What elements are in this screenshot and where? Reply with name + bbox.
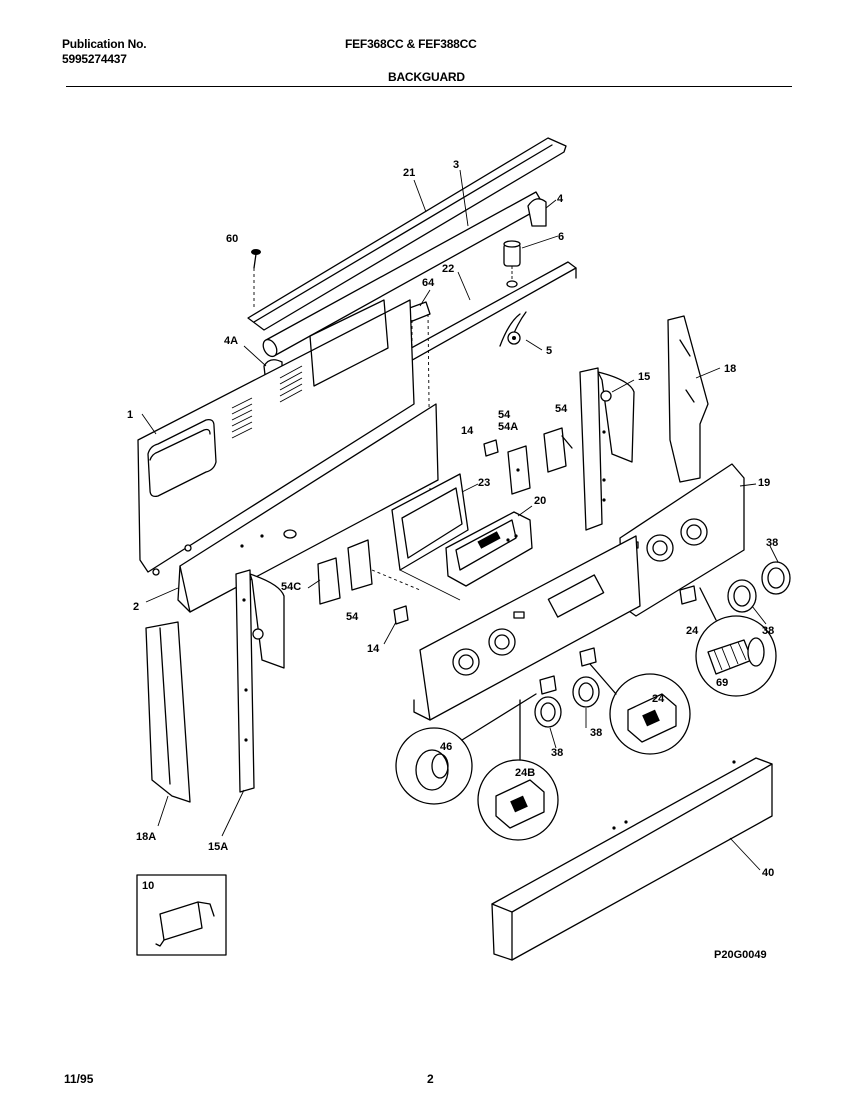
callout-38-b: 38 (762, 625, 774, 637)
callout-24b: 24B (515, 767, 535, 779)
callout-54: 54 (498, 409, 511, 421)
callout-23: 23 (478, 477, 490, 489)
part-18-right-end-cap (667, 315, 709, 483)
part-60-screw (251, 249, 261, 310)
detail-24b-rocker-closeup (477, 699, 559, 841)
part-24b-rocker-small (539, 675, 557, 695)
section-title: BACKGUARD (388, 70, 465, 84)
part-15-right-side-bracket (579, 367, 635, 531)
callout-18: 18 (724, 363, 736, 375)
callout-3: 3 (453, 159, 459, 171)
model-numbers: FEF368CC & FEF388CC (345, 37, 477, 51)
detail-46-knob-closeup (395, 693, 537, 805)
callout-60: 60 (226, 233, 238, 245)
callout-46: 46 (440, 741, 452, 753)
callout-54-b: 54 (555, 403, 568, 415)
callout-20: 20 (534, 495, 546, 507)
callout-4a: 4A (224, 335, 238, 347)
callout-64: 64 (422, 277, 435, 289)
callout-15a: 15A (208, 841, 228, 853)
part-18a-left-end-cap (145, 621, 191, 803)
part-5-wire-harness (499, 311, 527, 347)
callout-54a: 54A (498, 421, 518, 433)
part-2-lower-panel (177, 403, 439, 613)
part-10-inset-box (136, 874, 227, 956)
part-6-starter (503, 240, 521, 288)
part-23-clock-bracket (391, 473, 469, 601)
part-19-control-panel-left (413, 535, 641, 721)
publication-label: Publication No. (62, 37, 147, 51)
callout-19: 19 (758, 477, 770, 489)
part-24-rocker-small-2 (579, 647, 597, 667)
part-40-lower-trim (491, 757, 773, 961)
callout-69: 69 (716, 677, 728, 689)
part-3-lamp-tube (262, 191, 545, 358)
part-38-knob-c (572, 676, 600, 708)
callout-54c: 54C (281, 581, 301, 593)
part-54a-switch (507, 445, 531, 495)
callout-15: 15 (638, 371, 650, 383)
part-54-switch-lower (347, 539, 421, 591)
footer-date: 11/95 (64, 1072, 94, 1086)
part-54c-switch (317, 557, 341, 605)
callout-24: 24 (686, 625, 699, 637)
part-54-switch-upper (543, 427, 573, 473)
publication-number: 5995274437 (62, 52, 127, 66)
callout-18a: 18A (136, 831, 156, 843)
part-20-clock-timer (445, 511, 533, 587)
callout-14: 14 (461, 425, 474, 437)
callout-1: 1 (127, 409, 133, 421)
part-24-rocker-small (679, 585, 697, 605)
callout-38: 38 (766, 537, 778, 549)
part-21-top-trim (247, 137, 567, 331)
part-38-knob-d (534, 696, 562, 728)
diagram-code: P20G0049 (714, 949, 767, 961)
detail-69-screw-closeup (695, 587, 777, 697)
leader-lines (141, 169, 779, 871)
callout-2: 2 (133, 601, 139, 613)
header-rule (66, 86, 792, 87)
callout-6: 6 (558, 231, 564, 243)
callout-40: 40 (762, 867, 774, 879)
part-14-terminal-upper (483, 439, 499, 457)
part-15a-left-side-bracket (235, 569, 285, 793)
callout-38-c: 38 (590, 727, 602, 739)
callout-22: 22 (442, 263, 454, 275)
callout-21: 21 (403, 167, 415, 179)
part-38-knob-a (761, 561, 791, 595)
callout-4: 4 (557, 193, 564, 205)
part-4-lamp-holder (527, 198, 547, 227)
callout-54-d: 54 (346, 611, 359, 623)
part-38-knob-b (727, 579, 757, 613)
callout-14-b: 14 (367, 643, 380, 655)
detail-24-rocker-closeup (589, 663, 691, 755)
part-1-backguard-panel (137, 299, 415, 576)
footer-page-number: 2 (427, 1072, 434, 1086)
part-14-terminal-lower (393, 605, 409, 625)
callout-38-d: 38 (551, 747, 563, 759)
callout-labels: 21 3 4 60 6 22 64 4A 5 15 18 1 54 54A 54… (127, 159, 778, 892)
callout-10: 10 (142, 880, 154, 892)
callout-24-c: 24 (652, 693, 665, 705)
callout-5: 5 (546, 345, 552, 357)
